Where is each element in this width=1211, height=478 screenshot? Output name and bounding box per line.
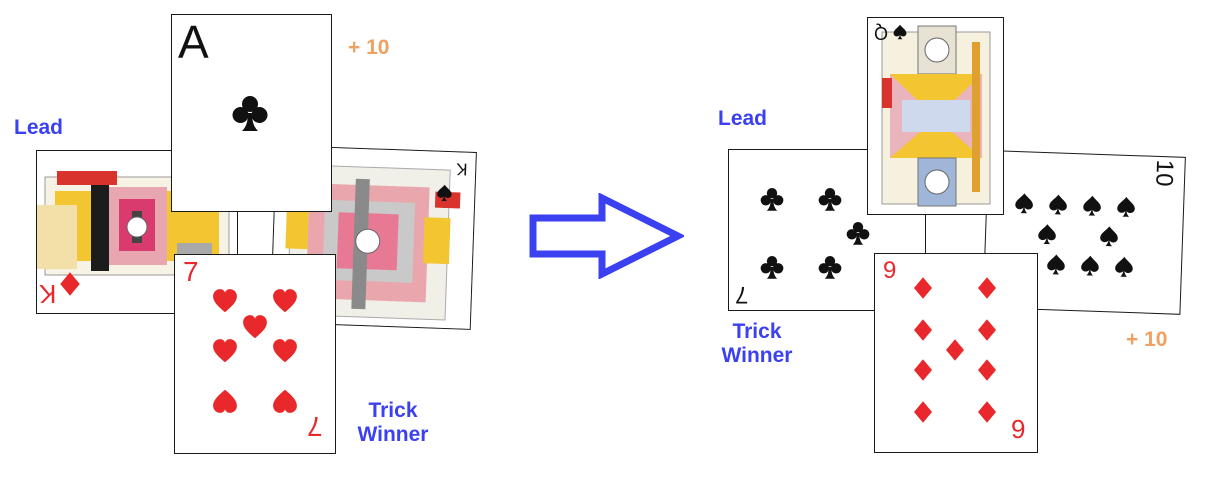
diamond-icon — [911, 276, 935, 300]
spade-icon — [1115, 195, 1138, 218]
card-seven-of-hearts: 7 7 — [174, 254, 336, 454]
right-arrow-icon — [529, 193, 684, 279]
card-rank: A — [178, 16, 209, 68]
heart-icon — [271, 337, 299, 365]
card-nine-of-diamonds: 9 9 — [874, 253, 1038, 453]
spade-icon — [1047, 193, 1070, 216]
card-rank: 10 — [1150, 159, 1179, 187]
diamond-icon — [975, 318, 999, 342]
spade-icon — [1113, 255, 1136, 278]
spade-icon — [1013, 192, 1036, 215]
card-queen-of-spades: Q — [867, 17, 1004, 215]
diamond-icon — [57, 271, 83, 297]
card-rank: Q — [874, 23, 889, 43]
club-icon — [817, 254, 843, 280]
diamond-icon — [943, 338, 967, 362]
card-rank: 9 — [883, 257, 897, 284]
lead-label: Lead — [718, 107, 768, 130]
diamond-icon — [911, 400, 935, 424]
card-rank: K — [39, 279, 57, 309]
heart-icon — [211, 287, 239, 315]
spade-icon — [1098, 225, 1121, 248]
card-rank: 9 — [1011, 414, 1026, 444]
club-icon — [759, 254, 785, 280]
diamond-icon — [975, 400, 999, 424]
diamond-icon — [975, 276, 999, 300]
spade-icon — [435, 184, 454, 203]
trick-winner-label: Trick Winner — [357, 399, 429, 446]
card-rank: 7 — [183, 256, 199, 287]
spade-icon — [892, 24, 908, 40]
spade-icon — [1036, 223, 1059, 246]
club-icon — [759, 186, 785, 212]
card-rank: 7 — [735, 281, 749, 308]
points-label: + 10 — [348, 36, 390, 59]
club-icon — [817, 186, 843, 212]
points-label: + 10 — [1126, 328, 1168, 351]
spade-icon — [1045, 253, 1068, 276]
club-icon — [230, 93, 270, 133]
card-rank: K — [455, 159, 468, 179]
heart-icon — [211, 387, 239, 415]
face-card-art — [868, 18, 1003, 214]
diamond-icon — [911, 318, 935, 342]
trick-winner-label: Trick Winner — [721, 320, 793, 367]
spade-icon — [1081, 194, 1104, 217]
lead-label: Lead — [14, 116, 64, 139]
heart-icon — [271, 387, 299, 415]
heart-icon — [211, 337, 239, 365]
card-rank: 7 — [307, 411, 323, 442]
heart-icon — [241, 313, 269, 341]
diamond-icon — [911, 358, 935, 382]
heart-icon — [271, 287, 299, 315]
spade-icon — [1079, 254, 1102, 277]
diamond-icon — [975, 358, 999, 382]
club-icon — [845, 220, 871, 246]
card-ace-of-clubs: A — [171, 14, 332, 212]
